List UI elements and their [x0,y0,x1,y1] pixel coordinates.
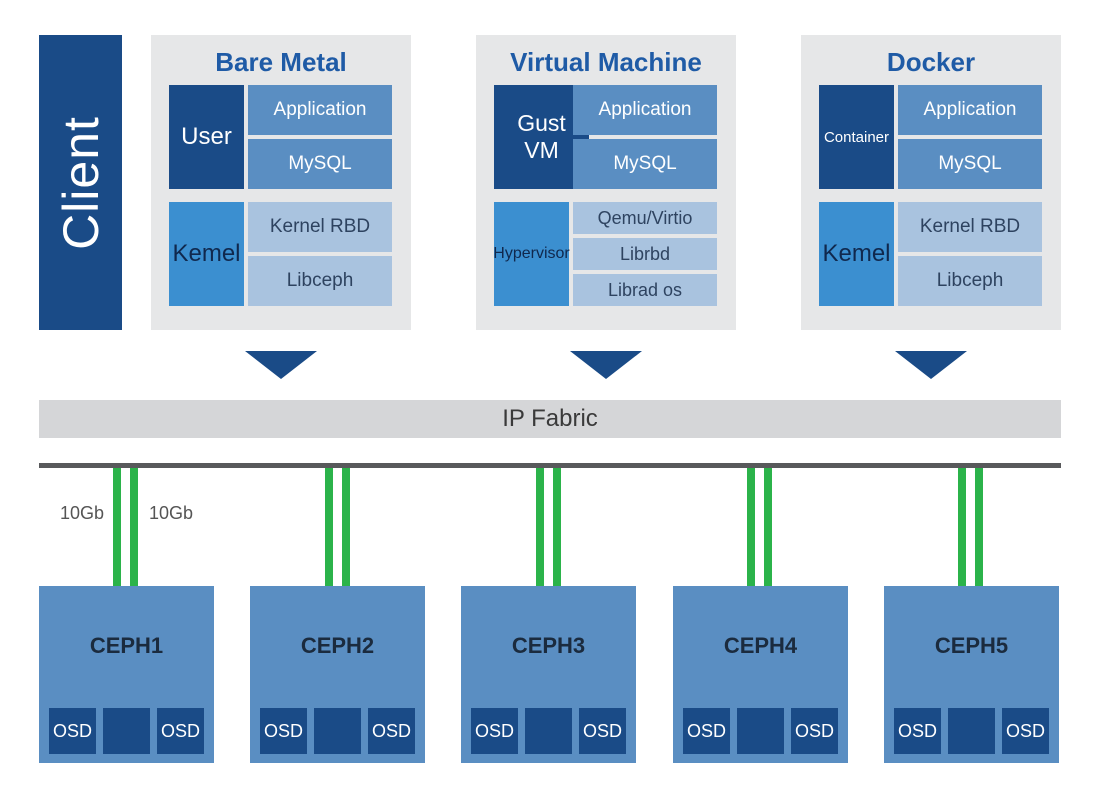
osd-disk [737,708,784,754]
layer-item: MySQL [898,139,1042,189]
node-title: CEPH2 [300,633,375,658]
node-title: CEPH1 [89,633,164,658]
node-title: CEPH5 [934,633,1009,658]
osd-disk: OSD [1002,708,1049,754]
layer-item: MySQL [248,139,392,189]
ceph-node: CEPH2 OSD OSD [250,586,425,763]
network-link [342,468,350,586]
network-link [958,468,966,586]
ceph-node: CEPH5 OSD OSD [884,586,1059,763]
network-link [553,468,561,586]
ip-fabric-bar: IP Fabric [39,400,1061,438]
panel-title: Virtual Machine [510,47,702,77]
panel-title: Bare Metal [215,47,347,77]
osd-disk: OSD [683,708,730,754]
network-bus-line [39,463,1061,468]
layer-item: Librbd [573,238,717,270]
network-link [325,468,333,586]
layer-item: Application [248,85,392,135]
network-link [113,468,121,586]
network-link [747,468,755,586]
osd-disk [314,708,361,754]
link-speed-label: 10Gb [149,503,194,523]
layer-item: Kernel RBD [248,202,392,252]
layer-item: MySQL [573,139,717,189]
layer-item: Kernel RBD [898,202,1042,252]
kernel-layer-tag: Kemel [819,202,894,306]
user-layer-tag: User [169,85,244,189]
panel-virtual-machine: Virtual Machine Gust VM Application MySQ… [476,35,736,330]
layer-item: Libceph [248,256,392,306]
container-layer-tag: Container [819,85,894,189]
osd-disk: OSD [260,708,307,754]
node-title: CEPH4 [723,633,798,658]
panel-docker: Docker Container Application MySQL Kemel… [801,35,1061,330]
panel-title: Docker [886,47,976,77]
node-title: CEPH3 [511,633,586,658]
layer-item: Librad os [573,274,717,306]
client-label: Client [52,115,109,250]
osd-disk: OSD [791,708,838,754]
osd-disk: OSD [49,708,96,754]
osd-disk: OSD [157,708,204,754]
network-link [130,468,138,586]
kernel-layer-tag: Kemel [169,202,244,306]
ceph-node: CEPH1 OSD OSD [39,586,214,763]
client-bar: Client [39,35,122,330]
osd-disk: OSD [368,708,415,754]
link-speed-label: 10Gb [60,503,105,523]
ceph-node: CEPH4 OSD OSD [673,586,848,763]
down-arrow-icon [570,351,642,379]
layer-item: Application [573,85,717,135]
ceph-node: CEPH3 OSD OSD [461,586,636,763]
layer-item: Qemu/Virtio [573,202,717,234]
osd-disk [525,708,572,754]
down-arrow-icon [895,351,967,379]
osd-disk: OSD [579,708,626,754]
panel-bare-metal: Bare Metal User Application MySQL Kemel … [151,35,411,330]
network-link [536,468,544,586]
osd-disk [103,708,150,754]
osd-disk: OSD [894,708,941,754]
hypervisor-layer-tag: Hypervisor [493,202,570,306]
network-link [764,468,772,586]
layer-item: Application [898,85,1042,135]
down-arrow-icon [245,351,317,379]
osd-disk [948,708,995,754]
network-link [975,468,983,586]
osd-disk: OSD [471,708,518,754]
layer-item: Libceph [898,256,1042,306]
